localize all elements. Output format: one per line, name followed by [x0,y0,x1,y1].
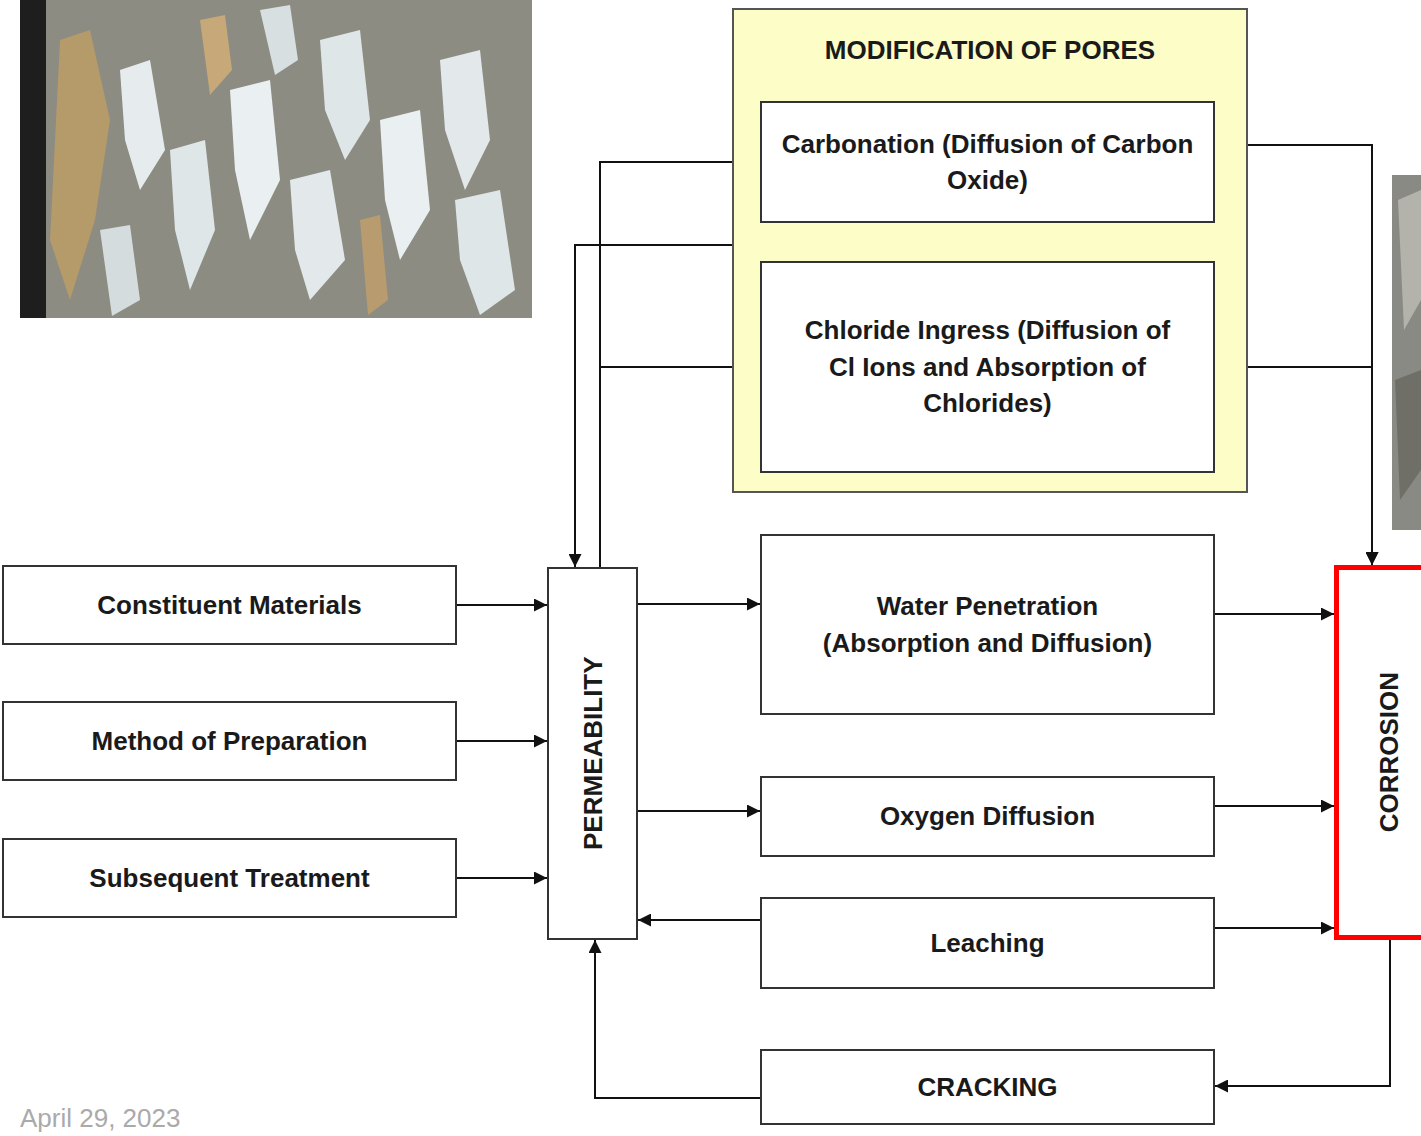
flow-arrow [638,919,760,921]
efflorescence [120,60,165,190]
efflorescence [320,30,370,160]
box-text: Subsequent Treatment [89,860,369,896]
flow-arrow [575,245,732,567]
photo-patch [1395,370,1421,500]
flow-arrow [638,810,760,812]
flow-arrow [1215,805,1334,807]
efflorescence [290,170,345,300]
box-text: CRACKING [917,1069,1057,1105]
process-box: Water Penetration (Absorption and Diffus… [760,534,1215,715]
efflorescence [455,190,515,315]
photo-patch [1398,190,1421,330]
efflorescence [440,50,490,190]
efflorescence [230,80,280,240]
efflorescence [260,5,298,75]
input-box: Subsequent Treatment [2,838,457,918]
photo-edge [20,0,46,318]
concrete-photo [20,0,532,318]
flow-arrow [457,877,547,879]
group-heading: MODIFICATION OF PORES [744,32,1236,68]
flow-arrow [638,603,760,605]
input-box: Constituent Materials [2,565,457,645]
box-text: Leaching [930,925,1044,961]
rust-stain [50,30,110,300]
process-box: Chloride Ingress (Diffusion of Cl Ions a… [760,261,1215,473]
rust-stain [200,15,232,95]
input-box: Method of Preparation [2,701,457,781]
rust-stain [360,215,388,315]
box-text: Oxygen Diffusion [880,798,1095,834]
box-text: Method of Preparation [92,723,368,759]
flow-arrow [1215,940,1390,1086]
flow-arrow [1215,927,1334,929]
box-text: Constituent Materials [97,587,361,623]
process-box: Carbonation (Diffusion of Carbon Oxide) [760,101,1215,223]
box-text: PERMEABILITY [574,657,610,851]
box-text: CORROSION [1371,672,1407,832]
box-text: Chloride Ingress (Diffusion of Cl Ions a… [790,312,1185,421]
side-photo [1392,175,1421,530]
photo-ground [20,0,532,318]
flow-arrow [595,940,760,1098]
box-text: Water Penetration (Absorption and Diffus… [808,588,1168,661]
box-text: Carbonation (Diffusion of Carbon Oxide) [773,126,1203,199]
process-box: Leaching [760,897,1215,989]
date-note: April 29, 2023 [20,1103,180,1134]
efflorescence [380,110,430,260]
flow-arrow [457,604,547,606]
flow-arrow [1215,613,1334,615]
group-box: MODIFICATION OF PORES Carbonation (Diffus… [732,8,1248,493]
process-box: Oxygen Diffusion [760,776,1215,857]
efflorescence [100,225,140,316]
hub-box: PERMEABILITY [547,567,638,940]
efflorescence [170,140,215,290]
outcome-box: CORROSION [1334,565,1421,940]
process-box: CRACKING [760,1049,1215,1125]
flow-arrow [457,740,547,742]
photo-ground [1392,175,1421,530]
